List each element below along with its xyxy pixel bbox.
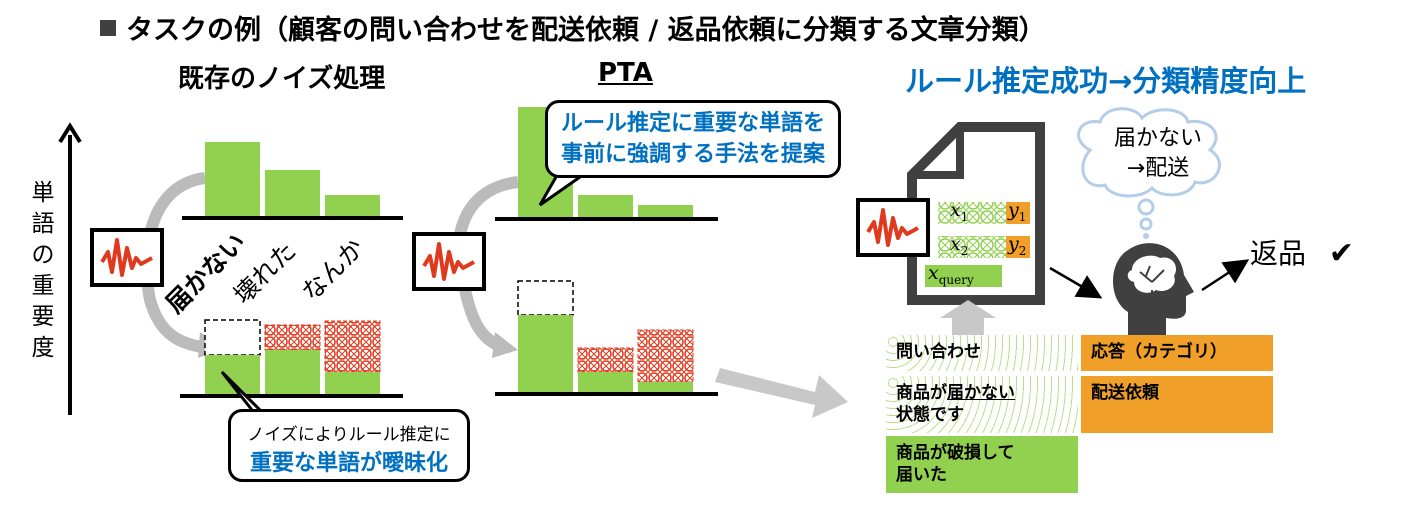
cell-text: 配送依頼	[1091, 383, 1159, 403]
var: x	[928, 262, 939, 284]
table-header-answer: 応答（カテゴリ）	[1081, 335, 1273, 371]
big-arrow-right	[715, 368, 848, 418]
thought-line2: →配送	[1126, 156, 1190, 181]
cell-text: 商品が	[896, 383, 947, 403]
arrow-doc-to-brain	[1049, 266, 1103, 299]
y-axis-char: 度	[31, 335, 55, 361]
bar-bottom-1	[205, 355, 260, 395]
up-arrow-gray	[940, 300, 996, 335]
sub: query	[938, 272, 974, 287]
table-row2-query: 商品が破損して届いた	[886, 436, 1078, 493]
y-axis-char: 重	[31, 273, 55, 299]
y-axis-char: 単	[31, 180, 55, 206]
curved-arrow-gray	[140, 172, 211, 354]
cell-text: 問い合わせ	[896, 342, 981, 362]
callout-noise: ノイズによりルール推定に 重要な単語が曖昧化	[228, 409, 470, 482]
y-axis-char: 語	[31, 211, 55, 237]
sub: 2	[1018, 243, 1027, 258]
bar-bottom-3	[325, 372, 380, 395]
cell-text-emph: 届かない	[947, 383, 1015, 403]
pta-noise-bar-3	[637, 329, 694, 383]
var: y	[1008, 233, 1019, 255]
section-result-title: ルール推定成功→分類精度向上	[905, 64, 1307, 98]
prompt-y1-bg	[1006, 202, 1030, 224]
pta-bar-bottom-3	[638, 382, 693, 393]
cell-text: 応答（カテゴリ）	[1091, 342, 1227, 362]
thought-dot-3	[1143, 233, 1149, 239]
check-icon: ✔	[1328, 236, 1355, 271]
noise-bar-3	[324, 320, 381, 373]
prompt-x1: x1	[950, 199, 968, 224]
y-axis-arrowhead	[58, 122, 82, 144]
thought-cloud	[1077, 107, 1221, 198]
table-row1-query: 商品が届かない状態です	[886, 376, 1078, 433]
bar-bottom-1-removed	[204, 319, 261, 356]
llm-wave-icon	[100, 238, 153, 277]
prompt-x2-bg	[938, 236, 1006, 258]
prompt-xquery: xquery	[928, 262, 974, 287]
pta-bar-top-2	[578, 195, 633, 217]
bubble-tail-noise	[220, 370, 264, 414]
arrow-brain-to-answer	[1201, 259, 1250, 292]
callout-noise-line1: ノイズによりルール推定に	[247, 425, 451, 445]
bar-top-1	[205, 142, 260, 216]
llm-wave-icon	[866, 208, 919, 247]
callout-pta-line2: 事前に強調する手法を提案	[560, 142, 825, 167]
thought-line1: 届かない	[1113, 126, 1202, 151]
section-pta-title: PTA	[598, 58, 653, 88]
prompt-y1: y1	[1008, 199, 1026, 224]
thought-dot-2	[1139, 217, 1153, 231]
prompt-x1-bg	[938, 202, 1006, 224]
prediction-label: 返品	[1250, 237, 1307, 270]
curved-arrowhead-pta	[492, 332, 518, 358]
pta-bar-top-3	[638, 205, 693, 217]
bar-top-2	[265, 170, 320, 216]
table-header-query: 問い合わせ	[886, 335, 1078, 371]
cell-text: 届いた	[896, 465, 947, 485]
sub: 2	[960, 243, 969, 258]
prompt-xquery-bg	[925, 265, 1002, 287]
table-row1-answer: 配送依頼	[1081, 376, 1273, 433]
llm-wave-icon	[422, 242, 475, 281]
var: x	[950, 233, 961, 255]
prompt-y2-bg	[1006, 236, 1030, 258]
y-axis-char: 要	[31, 304, 55, 330]
bullet-square-icon	[100, 20, 116, 36]
pta-noise-bar-2	[577, 347, 634, 373]
bar-top-3	[325, 195, 380, 216]
callout-pta-line1: ルール推定に重要な単語を	[560, 111, 825, 136]
section-existing-title: 既存のノイズ処理	[178, 64, 386, 94]
bubble-tail-pta	[538, 168, 591, 207]
noise-bar-2	[264, 324, 321, 351]
prompt-y2: y2	[1008, 233, 1026, 258]
cell-text: 商品が破損して	[896, 443, 1015, 463]
bar-bottom-2	[265, 350, 320, 395]
sub: 1	[1018, 209, 1027, 224]
y-axis-label: 単 語 の 重 要 度	[28, 178, 58, 364]
sub: 1	[960, 209, 969, 224]
thought-dot-1	[1137, 198, 1155, 216]
callout-noise-line2: 重要な単語が曖昧化	[249, 451, 448, 476]
prediction: 返品 ✔	[1250, 232, 1354, 272]
var: y	[1008, 199, 1019, 221]
brain-branches	[1139, 265, 1165, 306]
var: x	[950, 199, 961, 221]
cell-text: 状態です	[896, 405, 964, 425]
document-fold	[912, 127, 964, 179]
pta-bar-bottom-1-removed	[517, 280, 574, 316]
y-axis-char: の	[31, 242, 55, 268]
pta-bar-bottom-2	[578, 372, 633, 393]
slide-title: タスクの例（顧客の問い合わせを配送依頼 / 返品依頼に分類する文章分類）	[100, 8, 1046, 47]
prompt-x2: x2	[950, 233, 968, 258]
callout-pta: ルール推定に重要な単語を 事前に強調する手法を提案	[545, 100, 841, 178]
pta-bar-bottom-1	[518, 315, 573, 393]
thought-text: 届かない →配送	[1088, 124, 1228, 184]
brain-outline	[1127, 255, 1177, 293]
